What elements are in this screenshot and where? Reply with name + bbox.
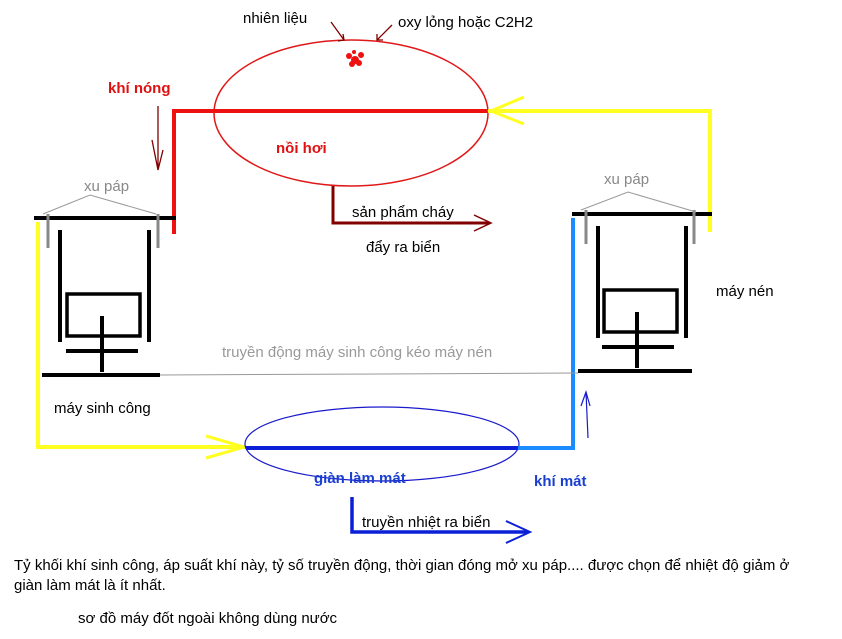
- compressor-to-boiler-line: [488, 109, 712, 232]
- compressor-label: máy nén: [716, 283, 774, 300]
- valve-right-label: xu páp: [604, 171, 649, 188]
- heat-to-sea-arrowhead: [505, 520, 533, 544]
- engine-to-cooler-line: [36, 222, 246, 449]
- valve-left-label: xu páp: [84, 178, 129, 195]
- oxygen-label: oxy lỏng hoặc C2H2: [398, 14, 533, 31]
- cool-gas-label: khí mát: [534, 473, 587, 490]
- exhaust-line: [331, 186, 490, 225]
- heat-to-sea-line: [350, 497, 528, 534]
- hot-gas-pointer-arrow: [151, 106, 164, 171]
- explanation-note: Tỷ khối khí sinh công, áp suất khí này, …: [14, 557, 790, 594]
- compressor-valves: [580, 191, 697, 244]
- engine-cylinder: [34, 216, 176, 377]
- transmission-label: truyền động máy sinh công kéo máy nén: [222, 344, 492, 361]
- flame-icon: [346, 50, 364, 67]
- hot-gas-label: khí nóng: [108, 80, 171, 97]
- cool-gas-pointer-arrow: [580, 390, 591, 439]
- oxygen-arrow: [376, 24, 393, 41]
- boiler-inlet-arrowhead: [487, 95, 525, 126]
- diagram-caption: sơ đồ máy đốt ngoài không dùng nước: [78, 610, 338, 627]
- fuel-label: nhiên liệu: [243, 10, 307, 27]
- cool-gas-line: [518, 218, 575, 450]
- heat-to-sea-label: truyền nhiệt ra biển: [362, 514, 490, 531]
- transmission-shaft: [159, 372, 579, 376]
- engine-valves: [42, 194, 160, 248]
- exhaust-arrowhead: [473, 214, 493, 232]
- fuel-arrow: [330, 21, 345, 42]
- cooler-ellipse: [244, 406, 520, 482]
- hot-gas-line: [172, 109, 488, 234]
- cooler-label: giàn làm mát: [314, 470, 406, 487]
- cooler-inlet-arrowhead: [205, 434, 250, 460]
- engine-label: máy sinh công: [54, 400, 151, 417]
- combustion-products-label: sản phẩm cháy: [352, 204, 454, 221]
- boiler-label: nồi hơi: [276, 140, 327, 157]
- pushed-to-sea-label: đẩy ra biển: [366, 239, 440, 256]
- compressor-cylinder: [572, 212, 712, 373]
